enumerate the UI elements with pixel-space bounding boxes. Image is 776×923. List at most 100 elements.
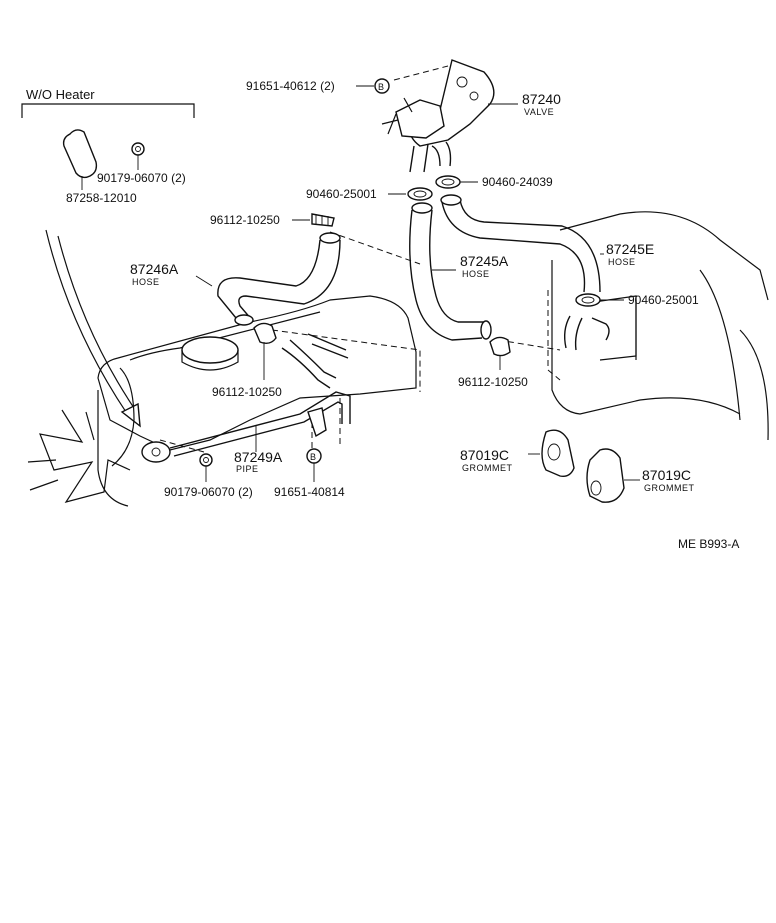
nut-hole-icon <box>135 146 141 152</box>
valve-lever-icon <box>381 97 413 135</box>
hose-87245E-edge <box>459 199 601 293</box>
hose-87245E-edge <box>441 201 586 293</box>
hose-end-icon <box>319 232 341 244</box>
label-90179-06070-bottom: 90179-06070 (2) <box>164 485 253 499</box>
label-91651-40814: 91651-40814 <box>274 485 345 499</box>
label-91651-40612: 91651-40612 (2) <box>246 79 335 93</box>
engine-pulley-edge <box>111 367 135 467</box>
wo-heater-group: W/O Heater 87258-12010 90179-06070 (2) <box>21 87 195 428</box>
wo-heater-label: W/O Heater <box>26 87 95 102</box>
reference-code: ME B993-A <box>678 537 739 551</box>
dash-line <box>547 290 561 381</box>
clip-ribs <box>315 214 329 226</box>
label-87246A: 87246A <box>130 261 179 277</box>
hose-end-icon <box>411 202 433 214</box>
valve-outlet-left <box>409 143 429 173</box>
label-87019C-right: 87019C <box>642 467 691 483</box>
filler-cap-icon <box>181 336 239 364</box>
clamp-90460-25001-right: 90460-25001 <box>563 293 699 351</box>
bolt-91651-40612: 91651-40612 (2) B <box>246 78 390 94</box>
hose-87245A: 87245A HOSE <box>409 202 509 341</box>
grommet-hole <box>547 443 561 461</box>
dash-line <box>329 231 421 265</box>
clamp-inner <box>413 190 427 198</box>
pipe-87249A-edge <box>173 401 343 457</box>
label-87249A: 87249A <box>234 449 283 465</box>
dash-line <box>271 329 421 392</box>
bolt-marker-icon <box>374 78 390 94</box>
hose-87245A-edge <box>429 209 484 323</box>
label-90179-06070-top: 90179-06070 (2) <box>97 171 186 185</box>
clip-icon <box>489 336 511 357</box>
leader-line <box>195 275 213 287</box>
label-96112-10250-mid: 96112-10250 <box>212 385 282 399</box>
hose-87245E: 87245E HOSE <box>440 194 654 293</box>
pipe-flange-icon <box>141 441 171 463</box>
label-87249A-sub: PIPE <box>236 464 259 474</box>
label-87245A: 87245A <box>460 253 509 269</box>
valve-body-icon <box>395 99 445 139</box>
hose-87246A-edge <box>238 239 341 321</box>
valve-bracket-hole <box>469 91 479 101</box>
engine-top-edge <box>129 311 321 361</box>
clamp-icon <box>435 175 461 189</box>
grommet-87019C-left: 87019C GROMMET <box>460 429 575 478</box>
hose-end-icon <box>234 314 254 326</box>
pipe-87249A-edge <box>169 391 351 449</box>
clip-96112-10250-mid: 96112-10250 <box>212 322 282 399</box>
install-arrow-head-icon <box>120 402 141 428</box>
install-arrow-line <box>57 235 135 409</box>
clamp-icon <box>575 293 601 307</box>
label-87019C-left-sub: GROMMET <box>462 463 513 473</box>
hose-end-icon <box>480 320 492 340</box>
dash-line <box>393 65 449 81</box>
engine-outline <box>27 211 769 507</box>
nut-90179-06070-bottom: 90179-06070 (2) <box>164 453 253 499</box>
clamp-icon <box>407 187 433 201</box>
nipple-fitting <box>307 333 349 359</box>
pipe-flange-hole <box>151 447 161 457</box>
dash-line <box>159 439 205 453</box>
label-90460-24039: 90460-24039 <box>482 175 553 189</box>
nut-hole-icon <box>203 457 209 463</box>
bolt-marker-b: B <box>310 452 317 462</box>
clamp-90460-24039: 90460-24039 <box>435 175 553 189</box>
pipe-87249A: 87249A PIPE <box>141 333 351 474</box>
hose-87245A-edge <box>409 209 483 341</box>
clip-96112-10250-right: 96112-10250 <box>458 336 528 389</box>
hose-end-icon <box>440 194 462 206</box>
install-arrow-line <box>45 229 131 419</box>
label-87245E: 87245E <box>606 241 654 257</box>
bolt-91651-40814: B 91651-40814 <box>274 448 345 499</box>
label-96112-10250-right: 96112-10250 <box>458 375 528 389</box>
grommet-icon <box>541 429 575 478</box>
clamp-inner <box>441 178 455 186</box>
label-90460-25001-right: 90460-25001 <box>628 293 699 307</box>
wo-heater-bracket <box>21 103 195 118</box>
label-87245E-sub: HOSE <box>608 257 636 267</box>
filler-cap-side <box>181 350 239 371</box>
engine-side-edge <box>97 390 129 507</box>
clamp-inner <box>581 296 595 304</box>
grommet-hole <box>590 480 602 496</box>
clip-icon <box>253 322 277 345</box>
engine-block-outline <box>97 295 417 451</box>
heater-core-outline <box>559 211 769 301</box>
label-87245A-sub: HOSE <box>462 269 490 279</box>
label-90460-25001-top: 90460-25001 <box>306 187 377 201</box>
label-87246A-sub: HOSE <box>132 277 160 287</box>
label-96112-10250-top: 96112-10250 <box>210 213 280 227</box>
label-87258-12010: 87258-12010 <box>66 191 137 205</box>
heater-core-lower <box>551 260 741 415</box>
pipe-bracket-icon <box>307 407 327 438</box>
fan-blade-icon <box>27 411 95 491</box>
valve-assembly: 87240 VALVE <box>381 59 561 173</box>
label-87019C-right-sub: GROMMET <box>644 483 695 493</box>
nut-icon <box>131 142 145 156</box>
clamp-90460-25001-top: 90460-25001 <box>306 187 433 201</box>
hose-87246A: 87246A HOSE <box>130 232 341 326</box>
heater-pipe-stub <box>563 315 610 351</box>
fan-blade-icon <box>39 409 131 503</box>
nut-icon <box>199 453 213 467</box>
